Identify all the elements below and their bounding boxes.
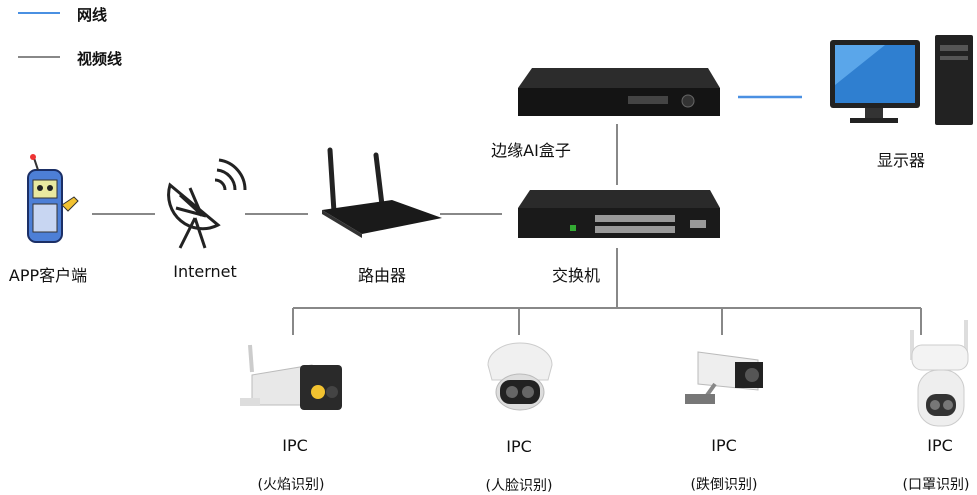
monitor-label: 显示器 [876, 151, 926, 170]
app-client-label: APP客户端 [8, 266, 88, 285]
phone-icon [27, 154, 79, 243]
camera-4-label: IPC [927, 436, 953, 455]
camera-1-label: IPC [282, 436, 308, 455]
legend-video-label: 视频线 [77, 50, 123, 68]
camera-2-function: (人脸识别) [485, 478, 553, 494]
camera-3-label: IPC [711, 436, 737, 455]
internet-label: Internet [173, 262, 237, 281]
camera-2-label: IPC [506, 437, 532, 456]
camera-4-function: (口罩识别) [902, 477, 970, 493]
router-icon [322, 147, 442, 238]
bullet-camera-icon [240, 344, 342, 410]
ai-box-label: 边缘AI盒子 [491, 141, 571, 160]
legend-network-label: 网线 [77, 6, 108, 24]
switch-label: 交换机 [551, 266, 601, 285]
switch-icon [518, 190, 720, 238]
camera-1-function: (火焰识别) [257, 477, 325, 493]
ai-box-icon [518, 68, 720, 116]
satellite-dish-icon [167, 158, 247, 249]
monitor-icon [830, 35, 973, 125]
box-camera-icon [685, 351, 763, 404]
camera-3-function: (跌倒识别) [690, 477, 758, 493]
router-label: 路由器 [357, 266, 407, 285]
dome-camera-icon [487, 342, 553, 411]
ptz-camera-icon [910, 320, 969, 427]
video-connections [92, 124, 922, 335]
